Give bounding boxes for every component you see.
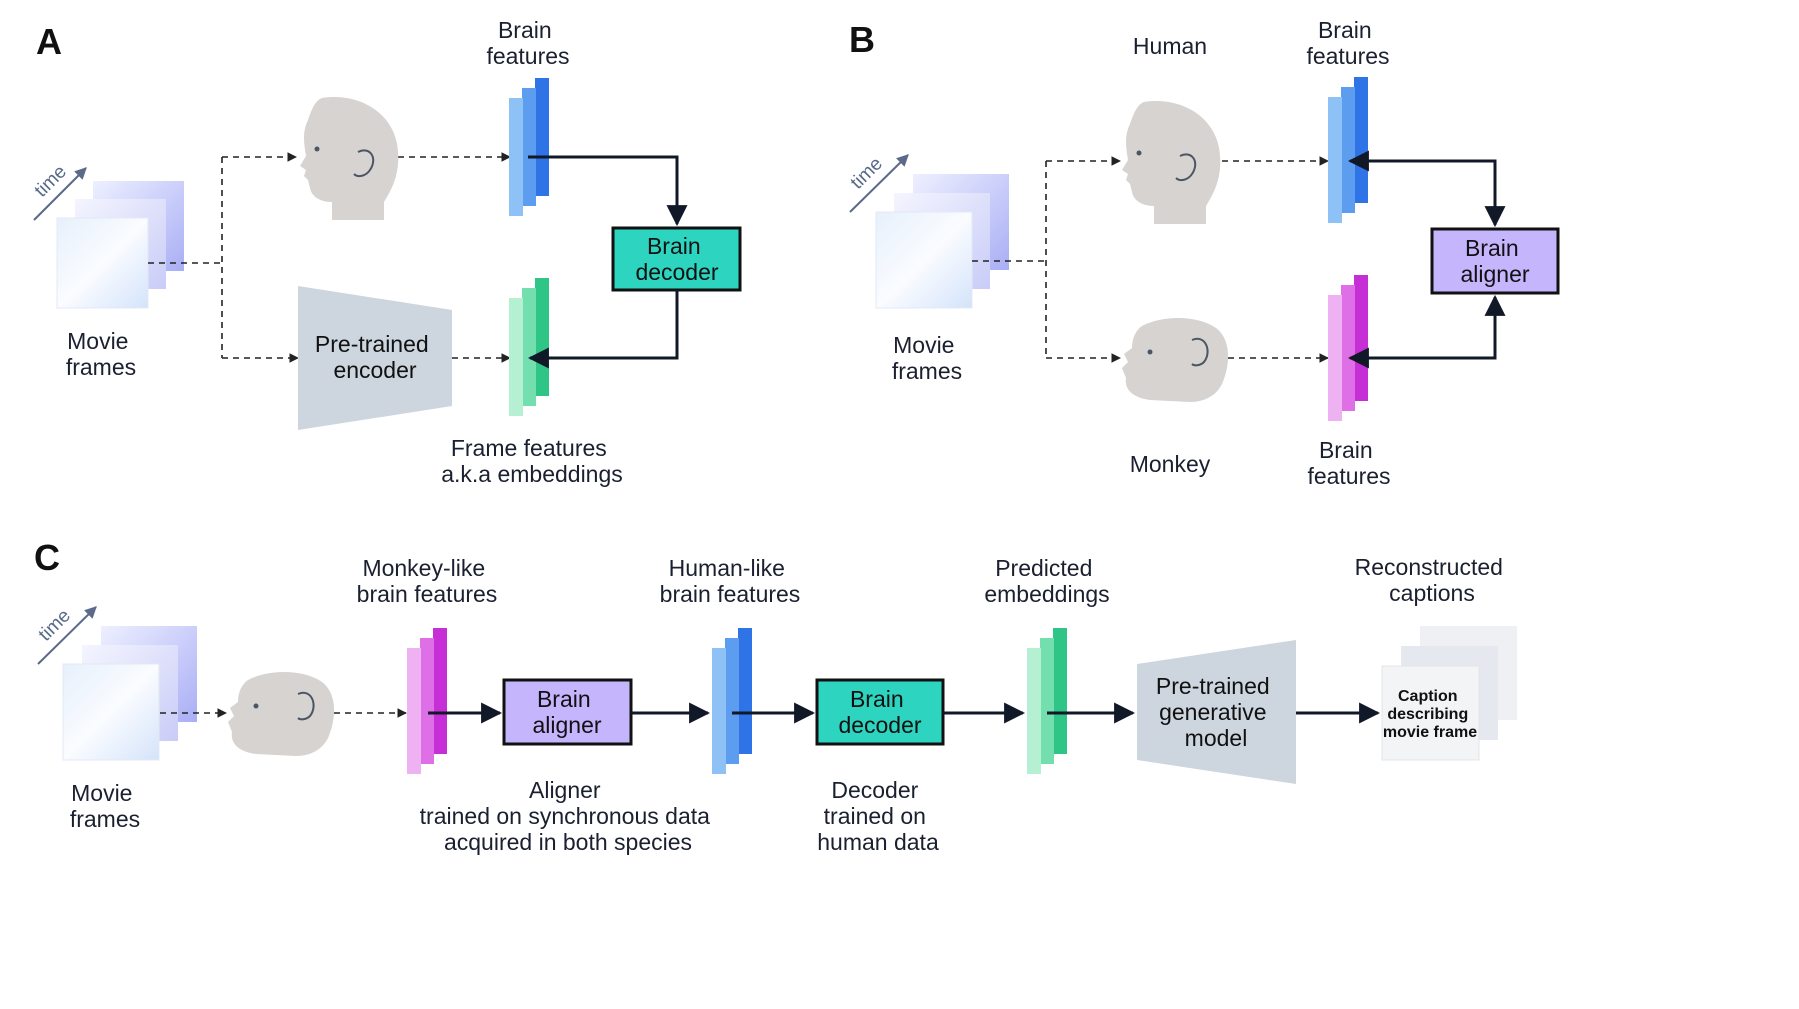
panel-c: C time Movie frames Mon: [34, 537, 1517, 855]
movie-frames-label: Movie frames: [66, 328, 136, 380]
caption-card-text: Caption describing movie frame: [1383, 688, 1477, 741]
monkey-head-icon: [228, 672, 335, 756]
time-label: time: [31, 161, 71, 201]
human-like-features-bars: [712, 628, 752, 774]
predicted-embeddings-label: Predicted embeddings: [984, 555, 1109, 607]
brain-features-bars: [509, 78, 549, 216]
caption-cards: Caption describing movie frame: [1381, 626, 1517, 761]
dashed-connectors: [148, 152, 511, 363]
panel-a-letter: A: [36, 21, 62, 62]
solid-connectors: [527, 155, 688, 369]
aligner-note: Aligner trained on synchronous data acqu…: [420, 777, 717, 855]
reconstructed-captions-label: Reconstructed captions: [1355, 554, 1510, 606]
brain-decoder-box: Brain decoder: [815, 678, 945, 746]
svg-text:Brain aligner: Brain aligner: [1460, 235, 1529, 287]
movie-frames-label: Movie frames: [892, 332, 962, 384]
brain-features-bottom-bars: [1328, 275, 1368, 421]
movie-frames-stack: [62, 626, 197, 761]
panel-b-letter: B: [849, 19, 875, 60]
monkey-label: Monkey: [1130, 451, 1211, 477]
pretrained-encoder: Pre-trained encoder: [298, 286, 452, 430]
brain-features-bottom-label: Brain features: [1307, 437, 1390, 489]
brain-features-top-bars: [1328, 77, 1368, 223]
panel-a: A time Movie frames: [31, 17, 742, 487]
time-label: time: [847, 153, 887, 193]
monkey-like-label: Monkey-like brain features: [357, 555, 498, 607]
monkey-head-icon: [1122, 318, 1229, 402]
human-like-label: Human-like brain features: [660, 555, 801, 607]
panel-b: B time Movie frames Human Mon: [847, 17, 1560, 489]
dashed-connectors: [972, 156, 1329, 363]
svg-text:Brain aligner: Brain aligner: [532, 686, 601, 738]
brain-features-label: Brain features: [486, 17, 569, 69]
predicted-embeddings-bars: [1027, 628, 1067, 774]
human-label: Human: [1133, 33, 1207, 59]
decoder-note: Decoder trained on human data: [817, 777, 939, 855]
frame-features-label: Frame features a.k.a embeddings: [441, 435, 623, 487]
human-head-icon: [300, 97, 399, 220]
pretrained-generative-model: Pre-trained generative model: [1137, 640, 1296, 784]
svg-text:Brain decoder: Brain decoder: [838, 686, 921, 738]
svg-text:Pre-trained generative: Pre-trained generative model: [1156, 673, 1276, 751]
brain-aligner-box: Brain aligner: [502, 678, 633, 746]
panel-c-letter: C: [34, 537, 60, 578]
time-label: time: [35, 605, 75, 645]
svg-text:Pre-trained encoder: Pre-trained encoder: [315, 331, 435, 383]
brain-decoder-box: Brain decoder: [611, 226, 742, 292]
movie-frames-stack: [875, 174, 1009, 309]
movie-frames-label: Movie frames: [70, 780, 140, 832]
svg-text:Brain decoder: Brain decoder: [635, 233, 718, 285]
brain-aligner-box: Brain aligner: [1430, 227, 1560, 295]
brain-features-top-label: Brain features: [1306, 17, 1389, 69]
solid-connectors: [1347, 150, 1506, 369]
human-head-icon: [1122, 101, 1221, 224]
movie-frames-stack: [56, 181, 184, 309]
frame-features-bars: [509, 278, 549, 416]
monkey-like-features-bars: [407, 628, 447, 774]
